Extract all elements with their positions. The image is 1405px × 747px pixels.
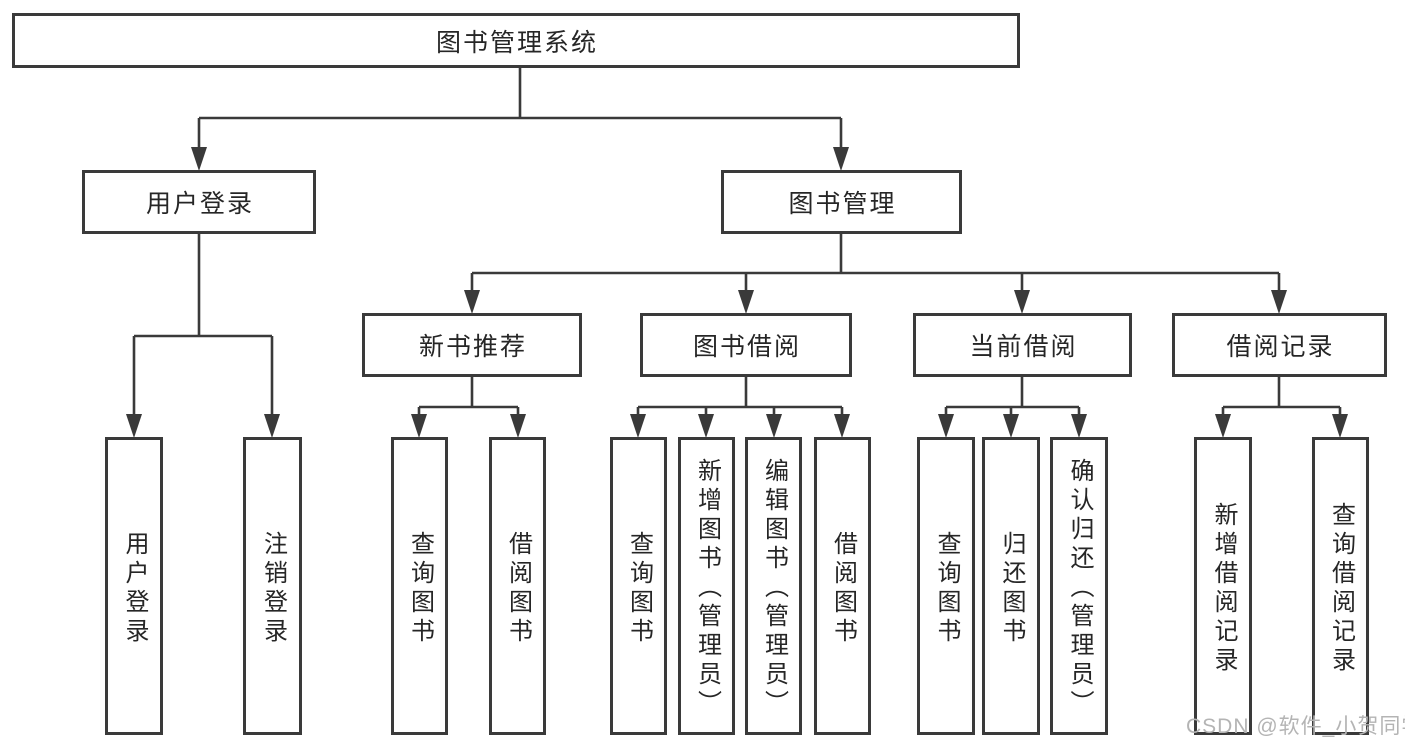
connector-user-login	[132, 234, 274, 416]
node-user-login: 用户登录	[82, 170, 316, 234]
node-new-book-recommend: 新书推荐	[362, 313, 582, 377]
connector-book-borrowing	[636, 377, 844, 416]
leaf-edit-books-admin: 编辑图书（管理员）	[745, 437, 802, 735]
arrowhead	[1215, 414, 1231, 438]
leaf-user-login: 用户登录	[105, 437, 163, 735]
leaf-borrow-books-recommend: 借阅图书	[489, 437, 546, 735]
leaf-confirm-return-admin: 确认归还（管理员）	[1050, 437, 1108, 735]
leaf-query-books-current: 查询图书	[917, 437, 975, 735]
arrowhead	[1271, 290, 1287, 314]
connector-new-book	[417, 377, 520, 416]
leaf-query-books-recommend: 查询图书	[391, 437, 448, 735]
node-book-borrowing: 图书借阅	[640, 313, 852, 377]
leaf-logout-login: 注销登录	[243, 437, 302, 735]
node-current-borrowing: 当前借阅	[913, 313, 1132, 377]
connector-current-borrowing	[944, 377, 1081, 416]
leaf-borrow-books-borrowing: 借阅图书	[814, 437, 871, 735]
arrowhead	[698, 414, 714, 438]
arrowhead	[411, 414, 427, 438]
arrowhead	[264, 414, 280, 438]
leaf-query-books-borrowing: 查询图书	[610, 437, 667, 735]
connector-borrow-records	[1221, 377, 1342, 416]
arrowhead	[1071, 414, 1087, 438]
arrowhead	[1014, 290, 1030, 314]
connector-root	[197, 68, 843, 149]
leaf-return-books: 归还图书	[982, 437, 1040, 735]
node-borrow-records: 借阅记录	[1172, 313, 1387, 377]
arrowhead	[126, 414, 142, 438]
arrowhead	[630, 414, 646, 438]
leaf-add-books-admin: 新增图书（管理员）	[678, 437, 735, 735]
arrowhead	[191, 147, 207, 171]
arrowhead	[510, 414, 526, 438]
arrowhead	[738, 290, 754, 314]
arrowhead	[766, 414, 782, 438]
leaf-add-borrow-record: 新增借阅记录	[1194, 437, 1252, 735]
arrowhead	[1332, 414, 1348, 438]
node-book-management: 图书管理	[721, 170, 962, 234]
node-library-system: 图书管理系统	[12, 13, 1020, 68]
arrowhead	[834, 414, 850, 438]
leaf-query-borrow-record: 查询借阅记录	[1312, 437, 1369, 735]
arrowhead	[464, 290, 480, 314]
watermark-text: CSDN @软件_小贺同学	[1186, 715, 1405, 738]
connector-book-management	[470, 234, 1281, 292]
arrowhead	[938, 414, 954, 438]
arrowhead	[1003, 414, 1019, 438]
arrowhead	[833, 147, 849, 171]
